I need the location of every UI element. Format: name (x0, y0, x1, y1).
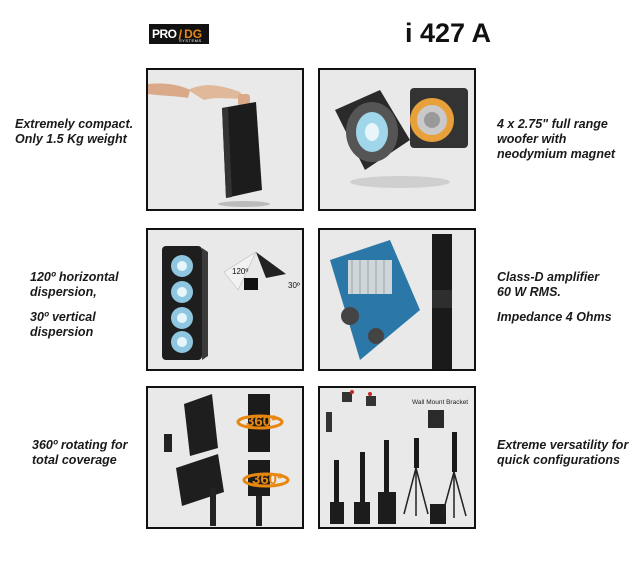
caption-line: neodymium magnet (497, 147, 616, 161)
caption-line: 30º vertical (30, 310, 96, 324)
caption-amplifier: Class-D amplifier 60 W RMS. Impedance 4 … (497, 270, 612, 325)
caption-woofer: 4 x 2.75" full range woofer with neodymi… (497, 117, 615, 162)
horizontal-angle-label: 120º (232, 267, 248, 276)
caption-rotation: 360º rotating for total coverage (32, 438, 128, 468)
dispersion-illustration: 120º 30º (162, 246, 300, 360)
logo-slash: / (178, 26, 183, 42)
woofer-illustration (335, 88, 468, 188)
caption-line: Only 1.5 Kg weight (15, 132, 127, 146)
caption-line: Extreme versatility for (497, 438, 629, 452)
caption-line: Impedance 4 Ohms (497, 310, 612, 324)
image-configurations: Wall Mount Bracket (318, 386, 476, 529)
caption-line: quick configurations (497, 453, 620, 467)
image-amplifier (318, 228, 476, 371)
caption-compact: Extremely compact. Only 1.5 Kg weight (15, 117, 133, 147)
caption-dispersion: 120º horizontal dispersion, 30º vertical… (30, 270, 119, 340)
wall-mount-label: Wall Mount Bracket (412, 399, 468, 406)
rotation-illustration: 360º 360º (164, 394, 290, 526)
compact-speaker-illustration (148, 83, 270, 207)
product-model-title: i 427 A (405, 18, 492, 48)
image-rotation: 360º 360º (146, 386, 304, 529)
logo-sub-text: SYSTEMS (179, 38, 202, 43)
caption-line: Class-D amplifier (497, 270, 600, 284)
caption-line: 120º horizontal (30, 270, 119, 284)
caption-line: dispersion, (30, 285, 97, 299)
caption-line: 60 W RMS. (497, 285, 561, 299)
brand-logo: PRO / DG SYSTEMS (149, 24, 209, 44)
rotation-badge-bottom: 360º (252, 471, 283, 488)
caption-line: 4 x 2.75" full range (497, 117, 608, 131)
caption-line: 360º rotating for (32, 438, 128, 452)
image-compact-speaker (146, 68, 304, 211)
rotation-badge-top: 360º (246, 413, 277, 430)
logo-dg-text: DG (184, 27, 203, 41)
image-dispersion: 120º 30º (146, 228, 304, 371)
logo-pro-text: PRO (152, 27, 177, 41)
amplifier-illustration (330, 234, 452, 369)
vertical-angle-label: 30º (288, 281, 300, 290)
caption-line: Extremely compact. (15, 117, 134, 131)
caption-line: total coverage (32, 453, 117, 467)
caption-line: woofer with (497, 132, 567, 146)
image-woofer (318, 68, 476, 211)
configurations-illustration: Wall Mount Bracket (326, 390, 468, 524)
caption-line: dispersion (30, 325, 94, 339)
caption-versatility: Extreme versatility for quick configurat… (497, 438, 628, 468)
